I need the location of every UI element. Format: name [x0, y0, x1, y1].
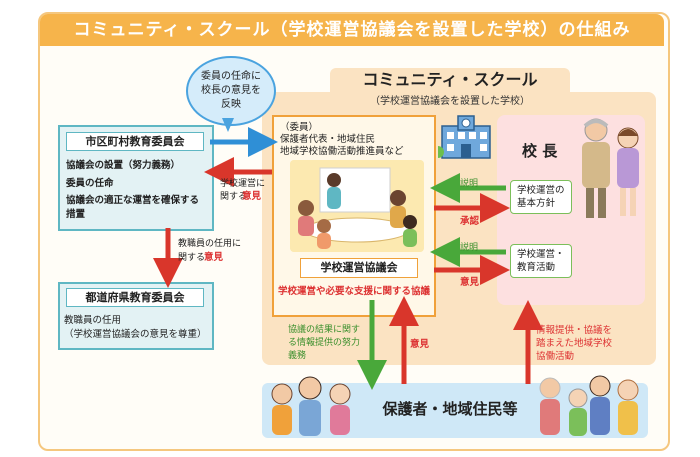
- school-activities-line-2: 教育活動: [517, 262, 556, 273]
- staff-opinion-line-1: 教職員の任用に: [178, 239, 242, 249]
- school-activities-line-1: 学校運営・: [517, 249, 565, 260]
- municipal-board-line-3: 協議会の適正な運営を確保する: [66, 195, 200, 206]
- principal-and-teacher-illustration: [582, 118, 639, 218]
- basic-policy-line-1: 学校運営の: [517, 185, 565, 196]
- community-school-subtitle: （学校運営協議会を設置した学校）: [370, 96, 530, 107]
- basic-policy-box: 学校運営の 基本方針: [510, 180, 572, 214]
- municipal-board-line-4: 措置: [66, 209, 86, 220]
- opinion-residents-label: 意見: [410, 339, 430, 350]
- bubble-line-2: 校長の意見を: [201, 85, 261, 96]
- council-subtitle: 学校運営や必要な支援に関する協議: [277, 286, 430, 297]
- council-label: 学校運営協議会: [300, 258, 418, 278]
- school-activities-box: 学校運営・ 教育活動: [510, 244, 572, 278]
- municipal-board-heading: 市区町村教育委員会: [66, 132, 204, 151]
- explain-2-label: 説明: [460, 243, 479, 253]
- meeting-illustration: [290, 160, 424, 252]
- residents-info-line-1: 情報提供・協議を: [536, 325, 613, 336]
- basic-policy-line-2: 基本方針: [517, 198, 556, 209]
- staff-opinion-line-2: 関する: [178, 253, 206, 263]
- municipal-board-line-2: 委員の任命: [66, 178, 114, 189]
- bubble-line-1: 委員の任命に: [201, 71, 261, 82]
- school-opinion-line-1: 学校運営に: [220, 179, 266, 189]
- residents-group-right-illustration: [539, 375, 639, 436]
- residents-group-left-illustration: [271, 376, 351, 436]
- community-school-title: コミュニティ・スクール: [330, 68, 570, 92]
- school-opinion-strong: 意見: [242, 191, 262, 202]
- school-building-icon: [438, 115, 491, 159]
- council-members-line-2: 地域学校協働活動推進員など: [280, 146, 404, 157]
- info-effort-line-2: る情報提供の努力: [288, 338, 361, 348]
- principal-label: 校 長: [522, 142, 558, 160]
- residents-info-line-3: 協働活動: [536, 351, 575, 362]
- prefectural-board-line-1: 教職員の任用: [64, 315, 122, 326]
- approve-label: 承認: [460, 216, 480, 227]
- speech-bubble: 委員の任命に 校長の意見を 反映: [186, 56, 276, 126]
- council-members-line-1: 保護者代表・地域住民: [280, 134, 376, 145]
- school-opinion-line-2: 関する: [220, 192, 248, 202]
- bubble-line-3: 反映: [221, 99, 241, 110]
- prefectural-board-heading: 都道府県教育委員会: [66, 288, 204, 307]
- opinion-principal-label: 意見: [460, 277, 480, 288]
- council-members: （委員） 保護者代表・地域住民 地域学校協働活動推進員など: [280, 122, 404, 158]
- residents-label: 保護者・地域住民等: [382, 400, 518, 418]
- bubble-tail: [222, 118, 234, 132]
- municipal-board-line-1: 協議会の設置（努力義務）: [66, 160, 181, 171]
- residents-info-line-2: 踏まえた地域学校: [536, 338, 613, 349]
- council-members-heading: （委員）: [280, 122, 319, 133]
- staff-opinion-strong: 意見: [204, 252, 224, 263]
- info-effort-line-1: 協議の結果に関す: [288, 325, 361, 335]
- page-title: コミュニティ・スクール（学校運営協議会を設置した学校）の仕組み: [40, 14, 664, 46]
- prefectural-board-line-2: （学校運営協議会の意見を尊重）: [64, 329, 207, 340]
- explain-1-label: 説明: [460, 179, 479, 189]
- info-effort-line-3: 義務: [288, 351, 307, 361]
